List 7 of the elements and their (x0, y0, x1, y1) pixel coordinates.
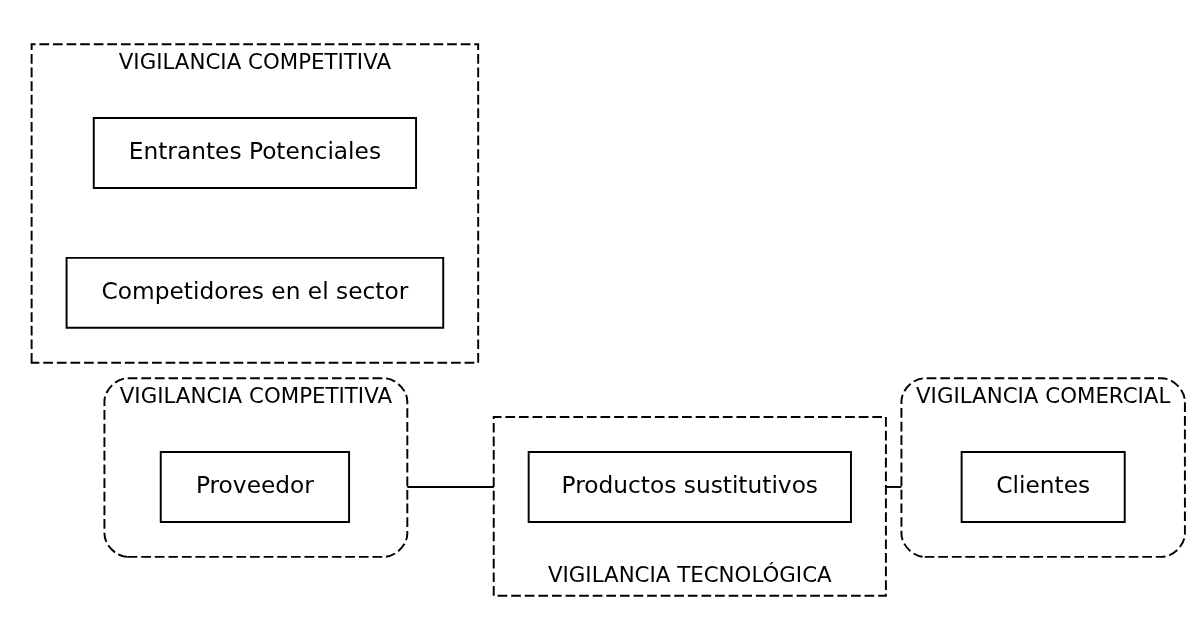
node-box: Competidores en el sector (65, 256, 445, 329)
node-box: Proveedor (159, 450, 351, 523)
node-box: Entrantes Potenciales (92, 116, 418, 189)
connector (406, 485, 495, 488)
connector (884, 485, 903, 488)
node-box: Clientes (960, 450, 1126, 523)
node-box: Productos sustitutivos (527, 450, 852, 523)
